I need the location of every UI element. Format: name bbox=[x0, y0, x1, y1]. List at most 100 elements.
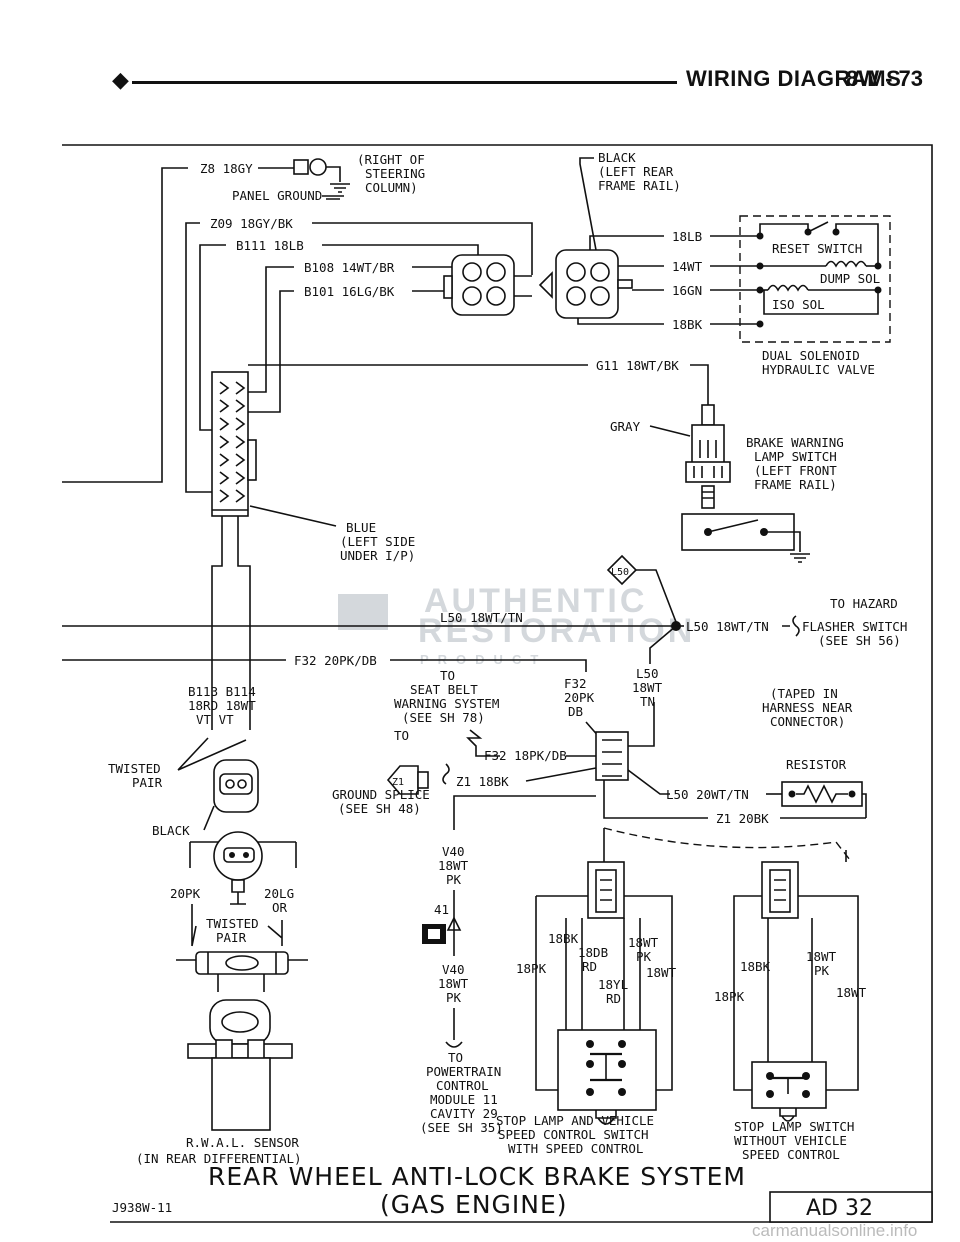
diamond-icon: ◆ bbox=[112, 68, 129, 93]
label-v40-top-2: 18WT bbox=[438, 858, 469, 873]
label-taped-3: CONNECTOR) bbox=[770, 714, 845, 729]
label-r-pk: PK bbox=[814, 963, 830, 978]
label-stop-lamp-with-1: STOP LAMP AND VEHICLE bbox=[496, 1113, 654, 1128]
label-v40-bottom-2: 18WT bbox=[438, 976, 469, 991]
label-18lb: 18LB bbox=[672, 229, 702, 244]
label-b101: B101 16LG/BK bbox=[304, 284, 395, 299]
label-to-seat-belt-4: (SEE SH 78) bbox=[402, 710, 485, 725]
label-right-of-steering-2: STEERING bbox=[365, 166, 425, 181]
label-f32-v-1: F32 bbox=[564, 676, 587, 691]
rwal-harness-connector bbox=[213, 759, 259, 813]
watermark: AUTHENTIC RESTORATION PRODUCT bbox=[338, 582, 695, 667]
pcm-connector-icon: 41 bbox=[422, 902, 462, 944]
label-l50-v-3: TN bbox=[640, 694, 655, 709]
label-r-18wt-2: 18WT bbox=[836, 985, 867, 1000]
label-c-rd: RD bbox=[582, 959, 597, 974]
label-r-18bk: 18BK bbox=[740, 959, 771, 974]
label-black-left-rear-2: (LEFT REAR bbox=[598, 164, 674, 179]
label-stop-lamp-without-2: WITHOUT VEHICLE bbox=[734, 1133, 847, 1148]
label-z8: Z8 18GY bbox=[200, 161, 253, 176]
label-c-18wt-2: 18WT bbox=[646, 965, 677, 980]
label-c-18db: 18DB bbox=[578, 945, 608, 960]
label-brake-warning-4: FRAME RAIL) bbox=[754, 477, 837, 492]
site-watermark: carmanualsonline.info bbox=[752, 1221, 917, 1240]
label-panel-ground: PANEL GROUND bbox=[232, 188, 322, 203]
label-to-hazard-3: (SEE SH 56) bbox=[818, 633, 901, 648]
twisted-pair-leaders bbox=[177, 737, 247, 771]
label-to-seat-belt-2: SEAT BELT bbox=[410, 682, 478, 697]
label-black-left-rear-1: BLACK bbox=[598, 150, 636, 165]
rwal-inline-splice bbox=[176, 951, 308, 975]
stop-lamp-harness-connector bbox=[585, 702, 670, 795]
drawing-code: J938W-11 bbox=[112, 1200, 172, 1215]
label-black-left-rear-3: FRAME RAIL) bbox=[598, 178, 681, 193]
label-l50-v-1: L50 bbox=[636, 666, 659, 681]
svg-text:RESTORATION: RESTORATION bbox=[418, 612, 695, 650]
label-ground-splice-2: (SEE SH 48) bbox=[338, 801, 421, 816]
label-l50-left: L50 18WT/TN bbox=[440, 610, 523, 625]
label-b113-b114-2: 18RD 18WT bbox=[188, 698, 256, 713]
sheet-number: AD 32 bbox=[806, 1196, 873, 1221]
b114-wire bbox=[237, 516, 251, 730]
label-c-pk: PK bbox=[636, 949, 652, 964]
label-to-pcm-4: MODULE 11 bbox=[430, 1092, 498, 1107]
label-dual-solenoid-2: HYDRAULIC VALVE bbox=[762, 362, 875, 377]
label-right-of-steering-3: COLUMN) bbox=[365, 180, 418, 195]
label-v40-top-1: V40 bbox=[442, 844, 465, 859]
label-to-seat-belt-3: WARNING SYSTEM bbox=[394, 696, 499, 711]
label-f32-v-2: 20PK bbox=[564, 690, 595, 705]
label-brake-warning-1: BRAKE WARNING bbox=[746, 435, 844, 450]
l50-drop bbox=[649, 625, 677, 664]
optional-harness-dashed bbox=[603, 827, 851, 861]
label-stop-lamp-with-2: SPEED CONTROL SWITCH bbox=[498, 1127, 649, 1142]
rwal-sensor bbox=[187, 974, 293, 1131]
label-b113-b114-1: B113 B114 bbox=[188, 684, 256, 699]
label-to-hazard-1: TO HAZARD bbox=[830, 596, 898, 611]
diagram-title-line2: (GAS ENGINE) bbox=[380, 1190, 568, 1219]
label-dump-sol: DUMP SOL bbox=[820, 271, 880, 286]
label-r-18pk: 18PK bbox=[714, 989, 745, 1004]
label-blue: BLUE bbox=[346, 520, 376, 535]
diagram-title-line1: REAR WHEEL ANTI-LOCK BRAKE SYSTEM bbox=[208, 1162, 746, 1191]
rwal-mating-connector bbox=[189, 831, 297, 905]
page-header: ◆ WIRING DIAGRAMS 8W - 73 bbox=[0, 60, 960, 100]
label-18bk: 18BK bbox=[672, 317, 703, 332]
b113-wire bbox=[211, 516, 223, 730]
label-black: BLACK bbox=[152, 823, 190, 838]
label-to-pcm-5: CAVITY 29 bbox=[430, 1106, 498, 1121]
label-ground-splice-1: GROUND SPLICE bbox=[332, 787, 430, 802]
label-stop-lamp-with-3: WITH SPEED CONTROL bbox=[508, 1141, 643, 1156]
label-20pk: 20PK bbox=[170, 886, 201, 901]
label-b113-b114-3: VT VT bbox=[196, 712, 234, 727]
label-v40-top-3: PK bbox=[446, 872, 462, 887]
label-l50-v-2: 18WT bbox=[632, 680, 663, 695]
label-l50-right: L50 18WT/TN bbox=[686, 619, 769, 634]
valve-wires: 18LB 14WT 16GN 18BK bbox=[577, 229, 760, 332]
l50-splice: L50 bbox=[606, 554, 677, 623]
panel-ground-ring-terminal-icon bbox=[293, 158, 350, 193]
label-r-18wt: 18WT bbox=[806, 949, 837, 964]
label-z1-20bk: Z1 20BK bbox=[716, 811, 769, 826]
svg-text:L50: L50 bbox=[611, 567, 629, 578]
label-gray: GRAY bbox=[610, 419, 641, 434]
label-iso-sol: ISO SOL bbox=[772, 297, 825, 312]
label-z1-18bk: Z1 18BK bbox=[456, 774, 509, 789]
hydraulic-valve-connector-valve bbox=[538, 249, 633, 319]
top-left-wiring: Z8 18GY (RIGHT OF STEERING COLUMN) PANEL… bbox=[62, 152, 533, 493]
label-c-18bk: 18BK bbox=[548, 931, 579, 946]
label-c-18yl: 18YL bbox=[598, 977, 628, 992]
label-rwal-sensor-2: (IN REAR DIFFERENTIAL) bbox=[136, 1151, 302, 1166]
label-v40-bottom-3: PK bbox=[446, 990, 462, 1005]
label-brake-warning-2: LAMP SWITCH bbox=[754, 449, 837, 464]
label-twisted-pair-2: PAIR bbox=[132, 775, 163, 790]
label-f32-20pk-db: F32 20PK/DB bbox=[294, 653, 377, 668]
svg-text:41: 41 bbox=[434, 902, 449, 917]
label-stop-lamp-without-1: STOP LAMP SWITCH bbox=[734, 1119, 854, 1134]
label-dual-solenoid-1: DUAL SOLENOID bbox=[762, 348, 860, 363]
label-b111: B111 18LB bbox=[236, 238, 304, 253]
label-blue-2: (LEFT SIDE bbox=[340, 534, 415, 549]
label-g11: G11 18WT/BK bbox=[596, 358, 679, 373]
blue-leader bbox=[249, 505, 337, 527]
label-to-pcm-1: TO bbox=[448, 1050, 463, 1065]
